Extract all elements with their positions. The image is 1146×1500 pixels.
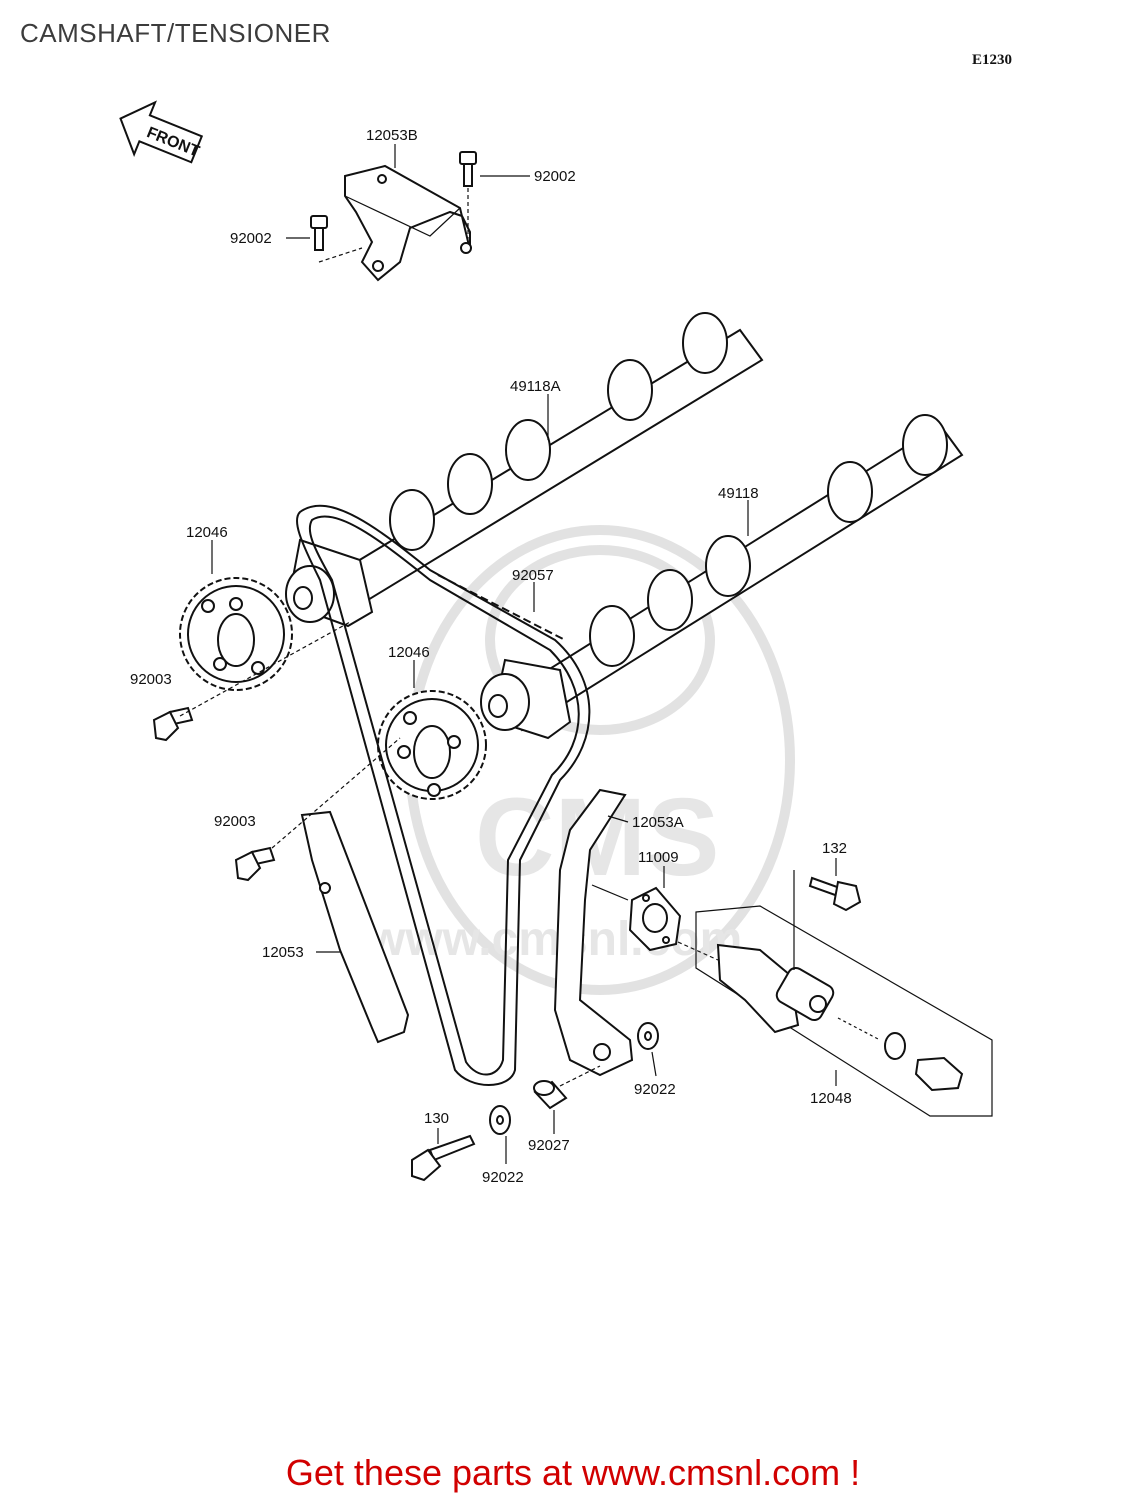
callout-92002-left: 92002 [230, 230, 272, 247]
chain-guide-12053a [553, 788, 634, 1077]
parts-diagram: CMS www.cmsnl.com FRONT [119, 100, 993, 1186]
tensioner-assy-12048 [695, 905, 993, 1117]
callout-12048: 12048 [810, 1090, 852, 1107]
bolt-92003-center [234, 846, 276, 882]
bolt-92003-left [152, 706, 194, 742]
sprocket-12046-center [377, 690, 487, 800]
callout-49118: 49118 [718, 485, 759, 502]
figure-code: E1230 [972, 52, 1013, 68]
callout-12046-center: 12046 [388, 644, 430, 661]
collar-92027 [533, 1080, 568, 1110]
callout-92022-right: 92022 [634, 1081, 676, 1098]
bracket-12053b [318, 164, 472, 282]
callout-92027: 92027 [528, 1137, 570, 1154]
front-arrow: FRONT [119, 100, 204, 164]
sprocket-12046-left [179, 577, 293, 691]
page-title: CAMSHAFT/TENSIONER [20, 18, 331, 48]
leader-lines [179, 144, 837, 1164]
callout-92022-bottom: 92022 [482, 1169, 524, 1186]
callout-132: 132 [822, 840, 847, 857]
callout-12053a: 12053A [632, 814, 684, 831]
callout-12053b: 12053B [366, 127, 418, 144]
bolt-130 [411, 1134, 476, 1182]
bolt-92002-right [459, 151, 477, 244]
camshaft-49118 [480, 414, 964, 740]
callout-92057: 92057 [512, 567, 554, 584]
footer-link[interactable]: Get these parts at www.cmsnl.com ! [285, 1452, 861, 1493]
camshaft-49118a [285, 312, 764, 628]
callout-12053: 12053 [262, 944, 304, 961]
callout-92003-center: 92003 [214, 813, 256, 830]
callout-49118a: 49118A [510, 378, 561, 395]
callout-12046-left: 12046 [186, 524, 228, 541]
bolt-92002-left [310, 215, 328, 251]
callout-92003-left: 92003 [130, 671, 172, 688]
bolt-132 [808, 876, 862, 912]
cam-chain-92057 [295, 504, 591, 1086]
washer-92022-right [637, 1022, 659, 1050]
gasket-11009 [628, 886, 682, 952]
callout-11009: 11009 [638, 849, 679, 866]
chain-guide-12053 [300, 810, 410, 1044]
callout-92002-right: 92002 [534, 168, 576, 185]
washer-92022-bottom [489, 1105, 511, 1135]
callout-130: 130 [424, 1110, 449, 1127]
